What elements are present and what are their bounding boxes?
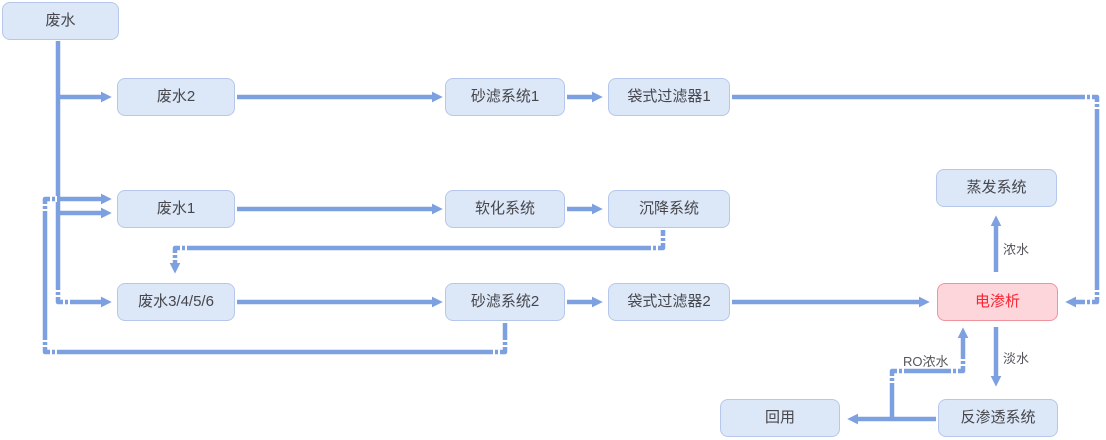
connector-joint-ticks [42,94,1100,383]
node-wastewater3456[interactable]: 废水3/4/5/6 [117,283,235,321]
node-reuse[interactable]: 回用 [720,399,840,437]
edge-sedimentation-to-wastewater3456 [169,230,666,274]
edge-label-concentrate: 浓水 [1003,242,1030,257]
node-reverse-osmosis-system[interactable]: 反渗透系统 [938,399,1058,437]
node-evaporation-system[interactable]: 蒸发系统 [936,169,1057,207]
node-wastewater2[interactable]: 废水2 [117,78,235,116]
node-electrodialysis[interactable]: 电渗析 [937,283,1058,321]
node-bag-filter-1[interactable]: 袋式过滤器1 [608,78,730,116]
edge-wastewater-trunk-to-wastewater3456 [55,41,112,308]
node-wastewater[interactable]: 废水 [2,2,119,40]
edge-label-ro-concentrate: RO浓水 [903,354,949,369]
edge-label-fresh-water: 淡水 [1003,351,1030,366]
edge-ro-concentrate-to-electrodialysis [889,327,969,419]
node-bag-filter-2[interactable]: 袋式过滤器2 [608,283,730,321]
edge-sandfilter2-recycle-to-wastewater1 [42,193,508,355]
node-sedimentation-system[interactable]: 沉降系统 [608,190,730,228]
node-softening-system[interactable]: 软化系统 [445,190,565,228]
node-sand-filter-2[interactable]: 砂滤系统2 [445,283,565,321]
node-wastewater1[interactable]: 废水1 [117,190,235,228]
node-sand-filter-1[interactable]: 砂滤系统1 [445,78,565,116]
